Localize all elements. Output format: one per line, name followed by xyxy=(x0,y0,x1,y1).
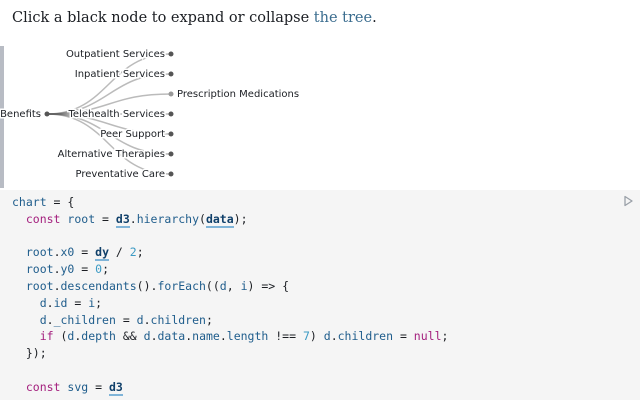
cell-gutter-bar xyxy=(0,46,4,188)
tree-node-inpatient-dot[interactable] xyxy=(168,71,174,77)
intro-text-before: Click a black node to expand or collapse xyxy=(12,10,314,26)
tree-link-inpatient xyxy=(46,73,172,115)
tree-node-peer-label: Peer Support xyxy=(100,129,165,140)
code-line-9: if (d.depth && d.data.name.length !== 7)… xyxy=(39,329,449,344)
tree-node-alternative-label: Alternative Therapies xyxy=(58,149,165,160)
code-cell[interactable]: chart = { const root = d3.hierarchy(data… xyxy=(0,190,640,400)
tree-node-preventative-label: Preventative Care xyxy=(76,169,165,180)
tree-node-outpatient-label: Outpatient Services xyxy=(66,49,165,60)
tree-node-prescription-label: Prescription Medications xyxy=(177,89,299,100)
tree-node-telehealth[interactable]: Telehealth Services xyxy=(66,108,174,122)
tree-output-cell: Benefits Outpatient Services Inpatient S… xyxy=(0,46,640,190)
tree-node-root-label: Benefits xyxy=(0,109,41,120)
tree-node-prescription-dot xyxy=(168,91,174,97)
code-line-2: const root = d3.hierarchy(data); xyxy=(25,211,248,228)
tree-node-alternative-dot[interactable] xyxy=(168,151,174,157)
code-line-12: const svg = d3 xyxy=(25,379,123,396)
tree-node-root[interactable]: Benefits xyxy=(0,108,50,122)
code-line-1: chart = { xyxy=(12,195,75,209)
intro-text-after: . xyxy=(372,10,377,26)
tree-links xyxy=(46,53,172,175)
tree-node-prescription: Prescription Medications xyxy=(168,88,301,102)
code-line-8: d._children = d.children; xyxy=(39,312,213,327)
code-editor[interactable]: chart = { const root = d3.hierarchy(data… xyxy=(12,194,448,396)
tree-node-preventative[interactable]: Preventative Care xyxy=(74,168,174,182)
tree-link[interactable]: the tree xyxy=(313,10,373,26)
code-line-6: root.descendants().forEach((d, i) => { xyxy=(25,278,290,293)
tree-node-preventative-dot[interactable] xyxy=(168,171,174,177)
run-cell-icon[interactable] xyxy=(622,195,634,207)
tree-chart: Benefits Outpatient Services Inpatient S… xyxy=(0,48,301,182)
code-line-10: }); xyxy=(12,346,47,361)
code-line-7: d.id = i; xyxy=(39,295,103,310)
tree-link-prescription xyxy=(46,93,172,115)
tree-node-telehealth-label: Telehealth Services xyxy=(68,109,166,120)
tree-node-outpatient[interactable]: Outpatient Services xyxy=(64,48,174,62)
code-line-5: root.y0 = 0; xyxy=(25,262,110,277)
tree-node-peer[interactable]: Peer Support xyxy=(99,128,174,142)
tree-node-outpatient-dot[interactable] xyxy=(168,51,174,57)
tree-link-alternative xyxy=(46,113,172,155)
intro-text: Click a black node to expand or collapse… xyxy=(12,10,377,26)
tree-node-telehealth-dot[interactable] xyxy=(168,111,174,117)
tree-node-inpatient[interactable]: Inpatient Services xyxy=(73,68,174,82)
tree-link-peer xyxy=(46,113,172,135)
code-line-4: root.x0 = dy / 2; xyxy=(25,245,144,262)
tree-node-peer-dot[interactable] xyxy=(168,131,174,137)
tree-node-alternative[interactable]: Alternative Therapies xyxy=(56,148,174,162)
tree-link-outpatient xyxy=(46,53,172,115)
tree-node-root-dot[interactable] xyxy=(44,111,50,117)
tree-link-preventative xyxy=(46,113,172,175)
tree-node-inpatient-label: Inpatient Services xyxy=(75,69,165,80)
